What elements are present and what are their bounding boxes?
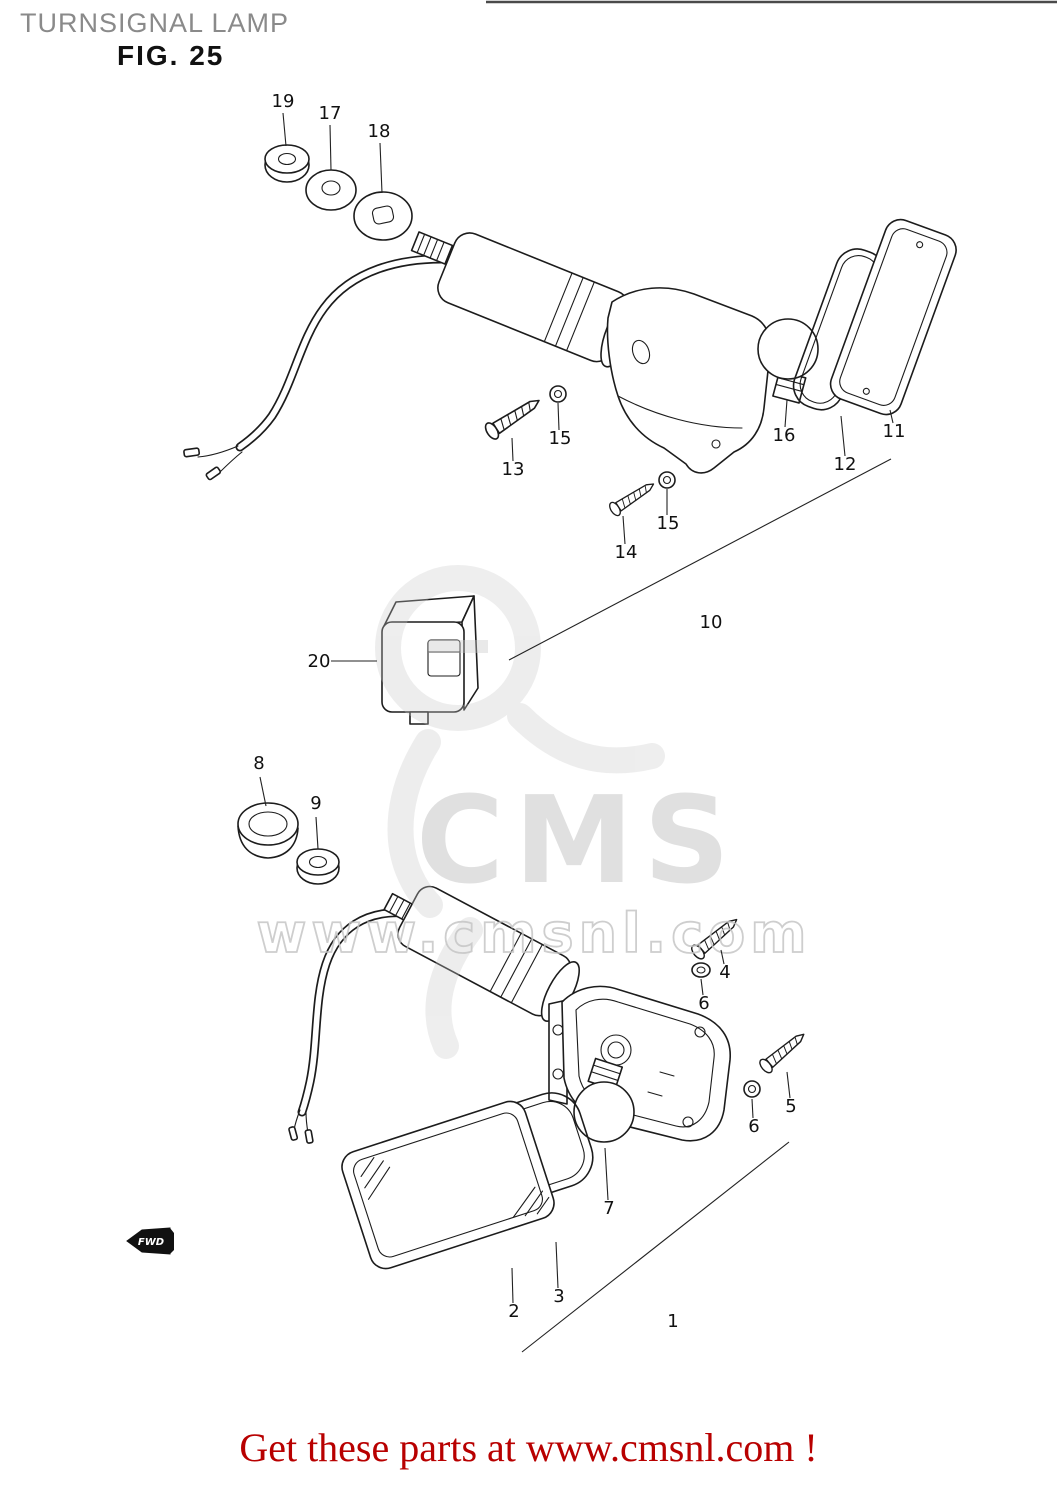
callout-7: 7: [603, 1198, 614, 1219]
callout-6b: 6: [748, 1116, 759, 1137]
upper-assembly: [183, 144, 957, 519]
callout-17: 17: [319, 103, 342, 124]
watermark-visor: [428, 640, 488, 653]
callout-19: 19: [272, 91, 295, 112]
callout-6a: 6: [698, 993, 709, 1014]
callout-labels: 19 17 18 15 13 15 14 16 12 11 10 20 8 9 …: [253, 91, 905, 1332]
watermark-brand: CMS: [416, 772, 740, 911]
watermark-url: www.cmsnl.com: [257, 902, 812, 965]
lower-assembly: [237, 802, 810, 1270]
callout-5: 5: [785, 1096, 796, 1117]
part-14-screw: [606, 477, 659, 519]
lower-wire: [288, 908, 411, 1144]
callout-14: 14: [615, 542, 638, 563]
part-19-nut: [264, 144, 310, 183]
part-16-bulb: [757, 318, 819, 404]
callout-1: 1: [667, 1311, 678, 1332]
leader-lines: [259, 112, 894, 1353]
watermark-figure: [375, 565, 665, 1059]
callout-16: 16: [773, 425, 796, 446]
part-13-screw: [482, 392, 545, 443]
upper-housing: [606, 287, 772, 474]
upper-stem: [410, 231, 454, 265]
part-18-cushion: [353, 191, 413, 241]
callout-10: 10: [700, 612, 723, 633]
upper-wire: [183, 254, 452, 481]
callout-15b: 15: [657, 513, 680, 534]
part-15a-nut: [549, 385, 567, 403]
callout-8: 8: [253, 753, 264, 774]
callout-13: 13: [502, 459, 525, 480]
footer-link[interactable]: Get these parts at www.cmsnl.com !: [239, 1425, 818, 1470]
part-5-screw: [756, 1027, 810, 1076]
part-6a-washer: [691, 962, 711, 978]
part-15b-nut: [658, 471, 676, 489]
callout-4: 4: [719, 962, 730, 983]
part-11-lens: [829, 218, 957, 416]
callout-2: 2: [508, 1301, 519, 1322]
part-6b-nut: [743, 1080, 761, 1098]
fwd-arrow-label: FWD: [138, 1237, 164, 1248]
part-20-relay: [381, 595, 479, 725]
part-7-bulb: [573, 1057, 635, 1143]
part-2-lens: [341, 1100, 555, 1270]
part-8-grommet: [237, 802, 299, 859]
watermark: CMS www.cmsnl.com: [256, 565, 812, 1059]
figure-label: FIG. 25: [117, 40, 225, 71]
page-title: TURNSIGNAL LAMP: [20, 8, 290, 38]
callout-15a: 15: [549, 428, 572, 449]
callout-18: 18: [368, 121, 391, 142]
callout-20: 20: [308, 651, 331, 672]
fwd-arrow: FWD: [126, 1227, 174, 1255]
callout-9: 9: [310, 793, 321, 814]
part-9-nut: [296, 848, 340, 885]
callout-12: 12: [834, 454, 857, 475]
part-17-washer: [305, 169, 357, 211]
callout-11: 11: [883, 421, 906, 442]
callout-3: 3: [553, 1286, 564, 1307]
